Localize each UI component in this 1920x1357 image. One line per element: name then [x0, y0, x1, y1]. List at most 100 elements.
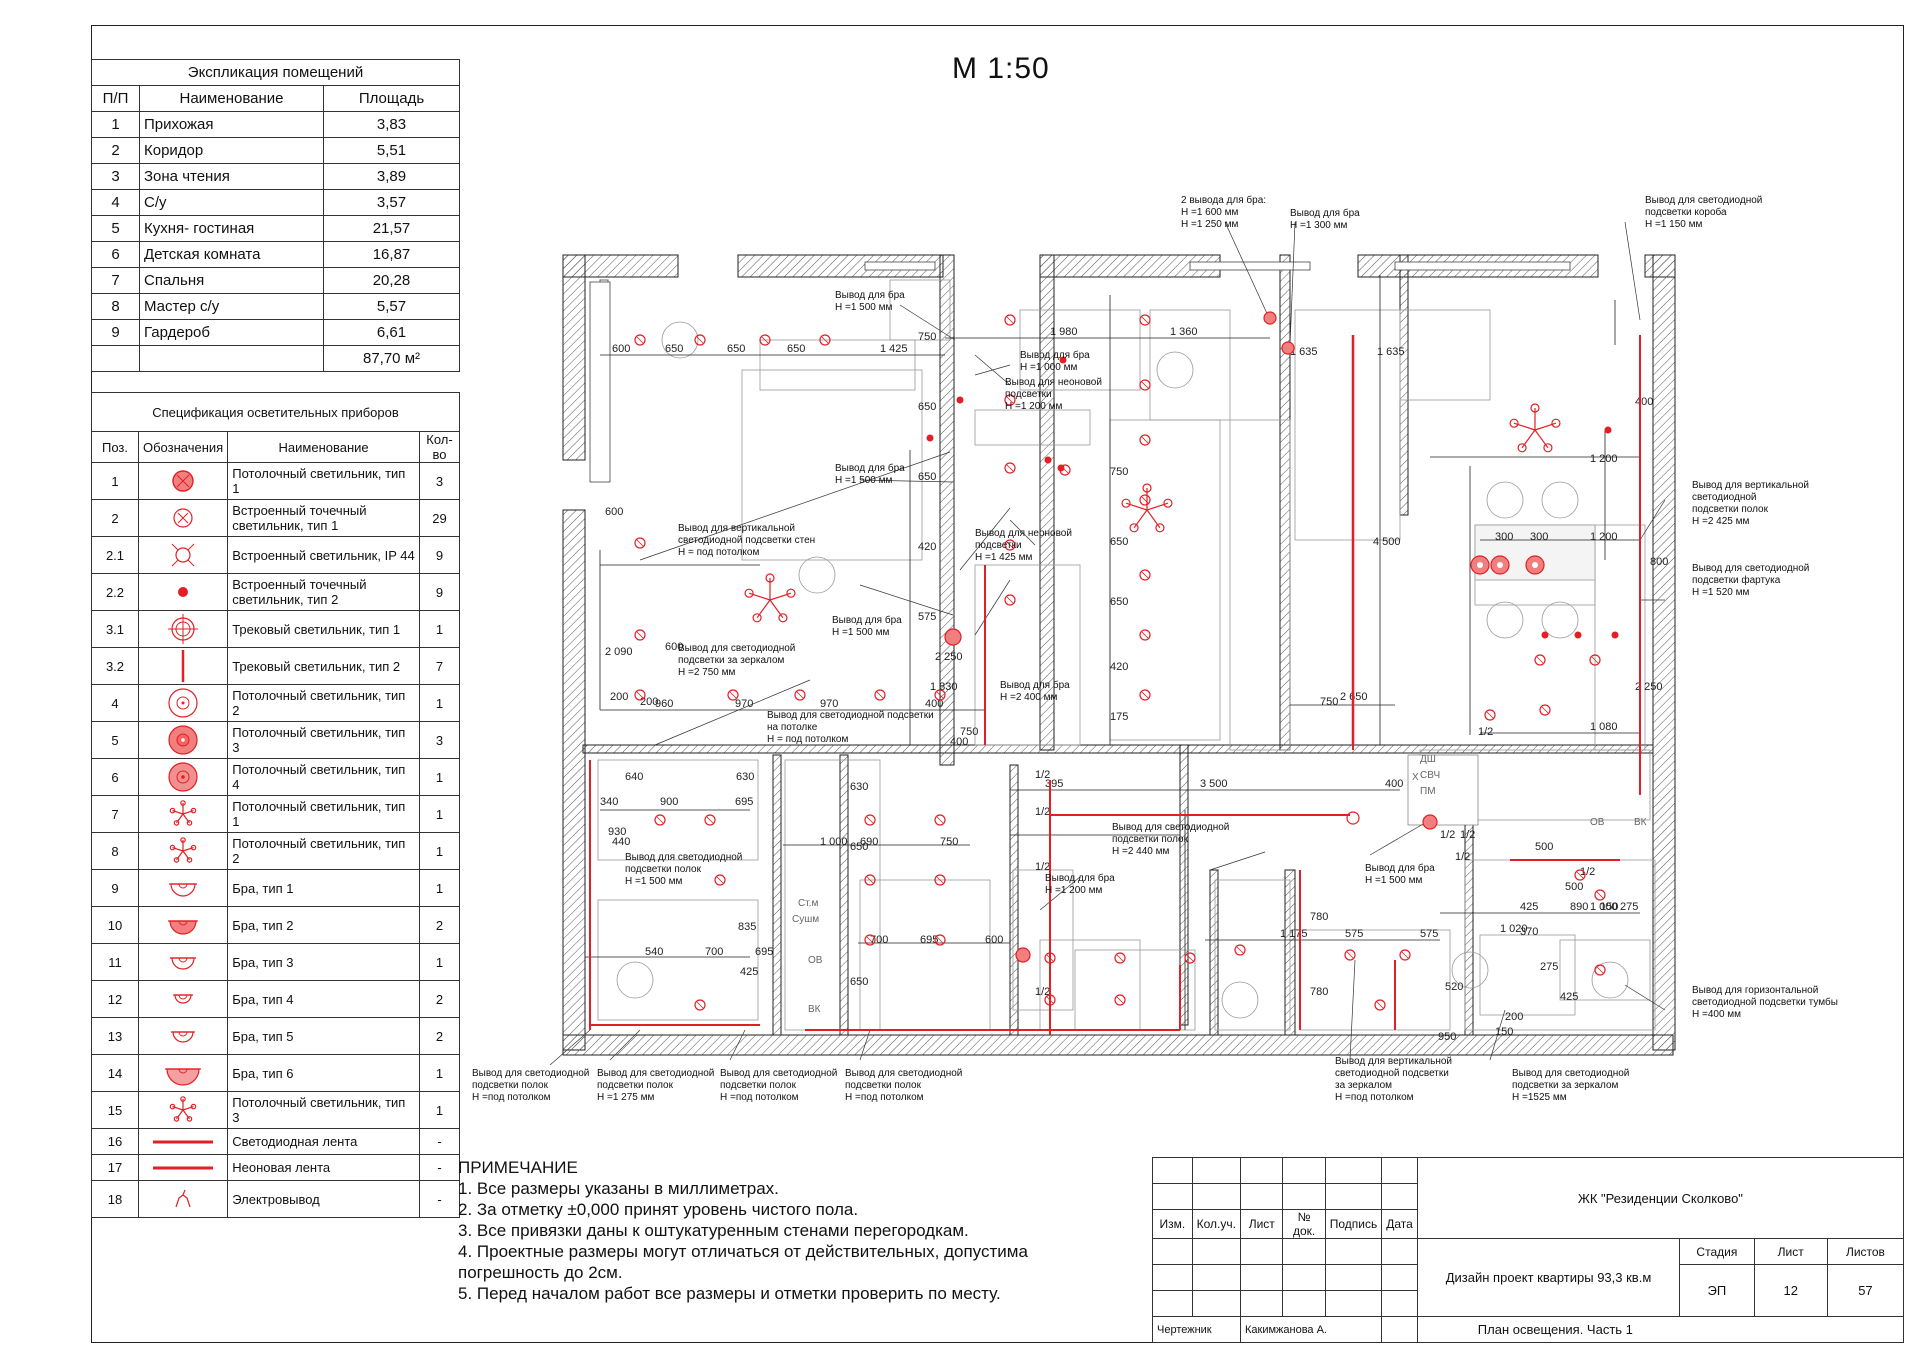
- spec-pos: 17: [91, 1154, 139, 1181]
- callout-line: Н = под потолком: [767, 734, 849, 745]
- callout-line: светодиодной подсветки стен: [678, 535, 816, 546]
- callout-line: Н =1 500 мм: [835, 302, 893, 313]
- spec-qty: 1: [419, 869, 460, 907]
- stamp-col: № док.: [1282, 1209, 1326, 1239]
- dimension-label: 890: [1570, 901, 1588, 913]
- callout-line: подсветки полок: [597, 1080, 673, 1091]
- stage-value: ЭП: [1679, 1264, 1755, 1317]
- callout-line: Н =1 150 мм: [1645, 219, 1703, 230]
- track-light-type1-icon: [1346, 811, 1360, 825]
- note-item: 3. Все привязки даны к оштукатуренным ст…: [458, 1221, 969, 1240]
- callout-line: Н =1 275 мм: [597, 1092, 655, 1103]
- dimension-label: 275: [1620, 901, 1638, 913]
- dimension-label: 300: [1495, 531, 1513, 543]
- room-mark: СВЧ: [1420, 770, 1440, 781]
- project-name: ЖК "Резиденции Сколково": [1416, 1157, 1905, 1239]
- sconce-icon: [944, 628, 962, 646]
- dimension-label: 575: [1345, 928, 1363, 940]
- callout-line: Н =1 500 мм: [835, 475, 893, 486]
- spec-title: Спецификация осветительных приборов: [91, 392, 460, 432]
- room-mark: ПМ: [1420, 786, 1436, 797]
- stamp-col: Дата: [1381, 1209, 1418, 1239]
- dimension-label: 400: [1385, 778, 1403, 790]
- callout-line: Н =2 400 мм: [1000, 692, 1058, 703]
- callout-line: Н =1 520 мм: [1692, 587, 1750, 598]
- dimension-label: 750: [918, 331, 936, 343]
- dimension-label: 1 000: [820, 836, 848, 848]
- callout-line: Н =под потолком: [472, 1092, 551, 1103]
- callout-line: Н =под потолком: [845, 1092, 924, 1103]
- spec-pos: 2.2: [91, 573, 139, 611]
- callout-line: Н =1 500 мм: [832, 627, 890, 638]
- spec-qty: 1: [419, 1054, 460, 1092]
- callout-line: Н =1 300 мм: [1290, 220, 1348, 231]
- callout-line: Н =1 000 мм: [1020, 362, 1078, 373]
- callout-line: Вывод для светодиодной: [1112, 822, 1230, 833]
- callout-line: Вывод для бра: [832, 615, 902, 626]
- room-name: Детская комната: [139, 241, 324, 268]
- dimension-label: 900: [660, 796, 678, 808]
- callout-line: Н =1 425 мм: [975, 552, 1033, 563]
- dimension-label: 540: [645, 946, 663, 958]
- notes-block: ПРИМЕЧАНИЕ 1. Все размеры указаны в милл…: [458, 1157, 1058, 1304]
- callout-line: Вывод для светодиодной: [1692, 563, 1810, 574]
- dimension-label: 1 020: [1500, 923, 1528, 935]
- dimension-label: 2 250: [935, 651, 963, 663]
- recessed-spot-icon: [654, 814, 666, 826]
- dimension-label: 930: [608, 826, 626, 838]
- dimension-label: 1/2: [1440, 829, 1455, 841]
- recessed-spot-icon: [1139, 629, 1151, 641]
- dimension-label: 1/2: [1035, 769, 1050, 781]
- dimension-label: 750: [960, 726, 978, 738]
- dimension-label: 150: [1600, 901, 1618, 913]
- note-item: 5. Перед началом работ все размеры и отм…: [458, 1284, 1001, 1303]
- recessed-spot-icon: [759, 334, 771, 346]
- recessed-spot-icon: [819, 334, 831, 346]
- dimension-label: 1 175: [1280, 928, 1308, 940]
- explication-total: 87,70 м²: [323, 345, 460, 372]
- dimension-label: 1 980: [1050, 326, 1078, 338]
- spec-qty: -: [419, 1180, 460, 1218]
- spec-name: Потолочный светильник, тип 2: [227, 684, 420, 722]
- dimension-label: 750: [1320, 696, 1338, 708]
- recessed-spot-type2-icon: [926, 434, 934, 442]
- recessed-spot-icon: [1139, 569, 1151, 581]
- callout-line: Н =1 600 мм: [1181, 207, 1239, 218]
- room-number: 3: [91, 163, 140, 190]
- chandelier-icon: [744, 573, 796, 623]
- dimension-label: 425: [1560, 991, 1578, 1003]
- recessed-spot-icon: [634, 689, 646, 701]
- recessed-spot-icon: [1589, 654, 1601, 666]
- spec-pos: 16: [91, 1128, 139, 1155]
- dimension-label: 520: [1445, 981, 1463, 993]
- room-area: 20,28: [323, 267, 460, 294]
- dimension-label: 1 425: [880, 343, 908, 355]
- recessed-spot-icon: [634, 334, 646, 346]
- spec-pos: 12: [91, 980, 139, 1018]
- callout-line: светодиодной подсветки: [1335, 1068, 1449, 1079]
- project-description: Дизайн проект квартиры 93,3 кв.м: [1416, 1238, 1681, 1317]
- note-item: 4. Проектные размеры могут отличаться от…: [458, 1242, 1028, 1282]
- sheets-value: 57: [1826, 1264, 1905, 1317]
- callout-line: 2 вывода для бра:: [1181, 195, 1267, 206]
- recessed-spot-icon: [714, 874, 726, 886]
- room-mark: ВК: [808, 1004, 821, 1015]
- callout-line: Вывод для бра: [835, 463, 905, 474]
- dimension-label: 600: [605, 506, 623, 518]
- spec-name: Потолочный светильник, тип 2: [227, 832, 420, 870]
- dimension-label: 950: [1438, 1031, 1456, 1043]
- dimension-label: 630: [736, 771, 754, 783]
- recessed-spot-icon: [934, 814, 946, 826]
- dimension-label: 1/2: [1580, 866, 1595, 878]
- sconce-icon: [1015, 947, 1031, 963]
- recessed-spot-icon: [1484, 709, 1496, 721]
